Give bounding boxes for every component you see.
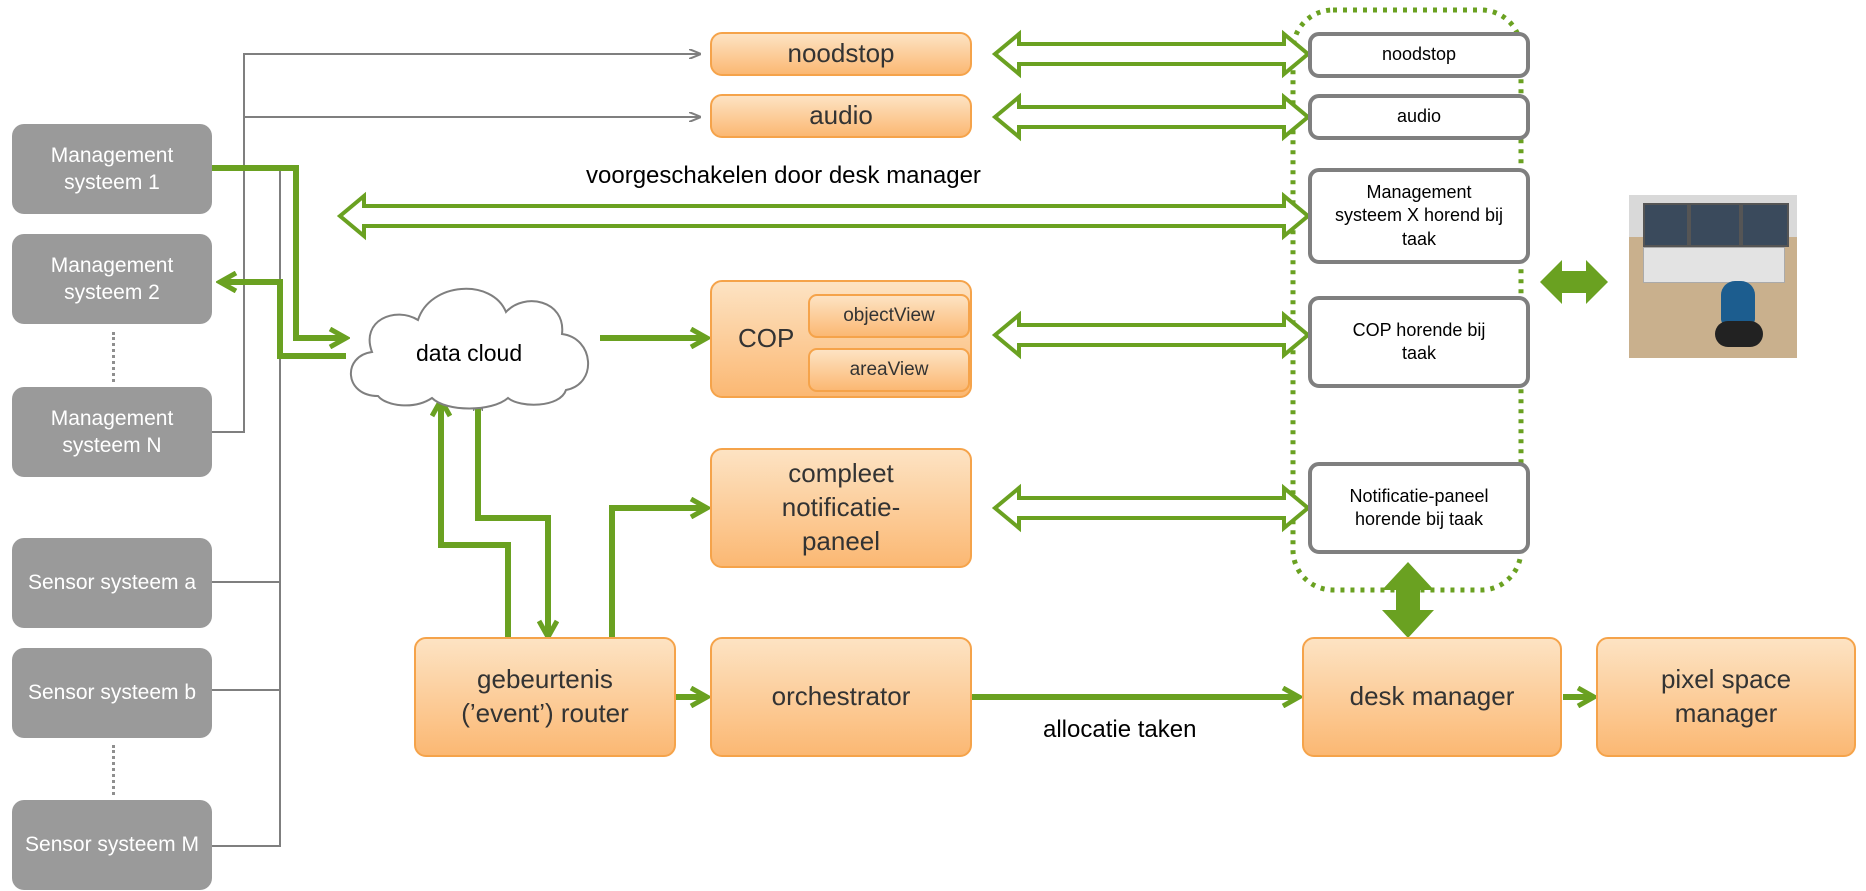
bidirectional-arrows [336, 29, 1312, 533]
image-desk [1643, 247, 1785, 283]
data-cloud-label: data cloud [416, 340, 523, 366]
desk-view-noodstop: noodstop [1308, 32, 1530, 78]
desk-manager-component: desk manager [1302, 637, 1562, 757]
event-router-component: gebeurtenis (’event’) router [414, 637, 676, 757]
desk-view-cop: COP horende bij taak [1308, 296, 1530, 388]
cop-label: COP [738, 323, 795, 354]
sensor-ellipsis [112, 745, 115, 795]
desk-view-audio: audio [1308, 94, 1530, 140]
management-system-2: Management systeem 2 [12, 234, 212, 324]
notification-panel-component: compleet notificatie-paneel [710, 448, 972, 568]
image-monitor-left [1643, 203, 1689, 247]
image-monitor-right [1741, 203, 1789, 247]
pixel-space-manager-component: pixel space manager [1596, 637, 1856, 757]
object-view-component: objectView [808, 294, 970, 338]
image-monitor-center [1689, 203, 1741, 247]
orchestrator-component: orchestrator [710, 637, 972, 757]
control-room-image [1629, 195, 1797, 358]
filled-double-arrows [1382, 260, 1608, 638]
audio-component: audio [710, 94, 972, 138]
management-system-1: Management systeem 1 [12, 124, 212, 214]
sensor-system-m: Sensor systeem M [12, 800, 212, 890]
image-operator [1721, 281, 1755, 325]
noodstop-component: noodstop [710, 32, 972, 76]
management-ellipsis [112, 332, 115, 382]
green-flow-arrows [212, 165, 1594, 697]
bypass-label: voorgeschakelen door desk manager [586, 162, 981, 189]
management-system-n: Management systeem N [12, 387, 212, 477]
area-view-component: areaView [808, 348, 970, 392]
desk-view-management-x: Management systeem X horend bij taak [1308, 168, 1530, 264]
cloud-shape [349, 288, 590, 410]
image-chair [1715, 321, 1763, 347]
sensor-system-a: Sensor systeem a [12, 538, 212, 628]
desk-view-notification: Notificatie-paneel horende bij taak [1308, 462, 1530, 554]
allocation-label: allocatie taken [1043, 716, 1197, 743]
sensor-system-b: Sensor systeem b [12, 648, 212, 738]
